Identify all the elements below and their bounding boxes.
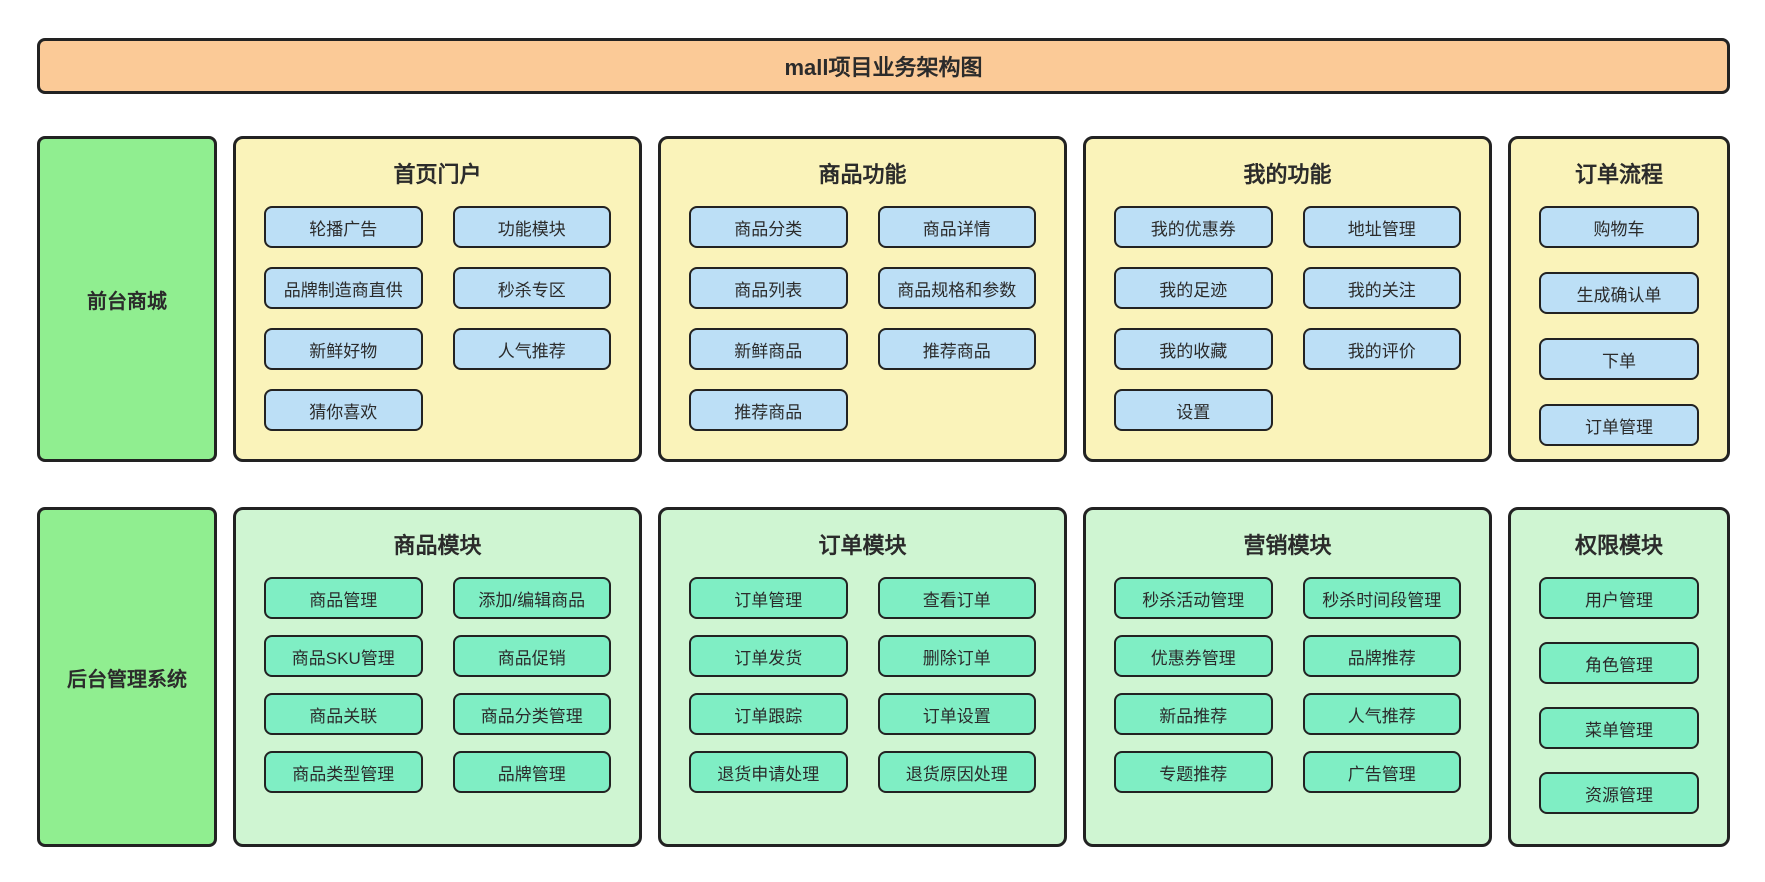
diagram-node: 我的评价 (1302, 328, 1461, 370)
diagram-node: 商品管理 (264, 577, 423, 619)
diagram-node: 订单管理 (1539, 404, 1699, 446)
diagram-node: 推荐商品 (689, 389, 848, 431)
diagram-node: 商品促销 (452, 635, 611, 677)
diagram-node: 商品关联 (264, 693, 423, 735)
node-grid: 用户管理 角色管理 菜单管理 资源管理 (1529, 577, 1709, 814)
diagram-node: 我的关注 (1302, 267, 1461, 309)
diagram-node: 商品详情 (877, 206, 1036, 248)
section-title: 商品功能 (818, 162, 907, 187)
diagram-node: 订单设置 (877, 693, 1036, 735)
diagram-node: 专题推荐 (1114, 751, 1273, 793)
diagram-node: 资源管理 (1539, 772, 1699, 814)
section-home-portal: 首页门户 轮播广告 功能模块 品牌制造商直供 秒杀专区 新鲜好物 人气推荐 猜你… (233, 136, 642, 462)
section-product-module: 商品模块 商品管理 添加/编辑商品 商品SKU管理 商品促销 商品关联 商品分类… (233, 507, 642, 847)
diagram-node: 猜你喜欢 (264, 389, 423, 431)
backend-row: 后台管理系统 商品模块 商品管理 添加/编辑商品 商品SKU管理 商品促销 商品… (37, 507, 1730, 847)
section-title: 营销模块 (1243, 533, 1332, 558)
section-order-module: 订单模块 订单管理 查看订单 订单发货 删除订单 订单跟踪 订单设置 退货申请处… (658, 507, 1067, 847)
diagram-node: 下单 (1539, 338, 1699, 380)
section-permission-module: 权限模块 用户管理 角色管理 菜单管理 资源管理 (1508, 507, 1730, 847)
section-title: 订单流程 (1574, 162, 1663, 187)
diagram-node: 秒杀活动管理 (1114, 577, 1273, 619)
diagram-node: 我的优惠券 (1114, 206, 1273, 248)
section-title: 权限模块 (1574, 533, 1663, 558)
diagram-node: 订单跟踪 (689, 693, 848, 735)
diagram-node: 设置 (1114, 389, 1273, 431)
diagram-node: 品牌管理 (452, 751, 611, 793)
diagram-node: 品牌推荐 (1302, 635, 1461, 677)
node-grid: 订单管理 查看订单 订单发货 删除订单 订单跟踪 订单设置 退货申请处理 退货原… (689, 577, 1036, 793)
node-grid: 商品分类 商品详情 商品列表 商品规格和参数 新鲜商品 推荐商品 推荐商品 (689, 206, 1036, 431)
section-title: 我的功能 (1243, 162, 1332, 187)
diagram-node: 品牌制造商直供 (264, 267, 423, 309)
diagram-node: 新鲜好物 (264, 328, 423, 370)
node-grid: 购物车 生成确认单 下单 订单管理 (1529, 206, 1709, 446)
diagram-node: 购物车 (1539, 206, 1699, 248)
diagram-node: 商品SKU管理 (264, 635, 423, 677)
node-grid: 我的优惠券 地址管理 我的足迹 我的关注 我的收藏 我的评价 设置 (1114, 206, 1461, 431)
diagram-node: 人气推荐 (1302, 693, 1461, 735)
row-label-backend-admin: 后台管理系统 (37, 507, 217, 847)
diagram-node: 人气推荐 (452, 328, 611, 370)
diagram-node: 角色管理 (1539, 642, 1699, 684)
diagram-node: 秒杀专区 (452, 267, 611, 309)
diagram-node: 菜单管理 (1539, 707, 1699, 749)
diagram-node: 商品分类 (689, 206, 848, 248)
section-my-features: 我的功能 我的优惠券 地址管理 我的足迹 我的关注 我的收藏 我的评价 设置 (1083, 136, 1492, 462)
diagram-node: 秒杀时间段管理 (1302, 577, 1461, 619)
section-product-features: 商品功能 商品分类 商品详情 商品列表 商品规格和参数 新鲜商品 推荐商品 推荐… (658, 136, 1067, 462)
diagram-node: 我的收藏 (1114, 328, 1273, 370)
diagram-node: 我的足迹 (1114, 267, 1273, 309)
diagram-title: mall项目业务架构图 (37, 38, 1730, 94)
diagram-node: 商品分类管理 (452, 693, 611, 735)
section-order-flow: 订单流程 购物车 生成确认单 下单 订单管理 (1508, 136, 1730, 462)
node-grid: 轮播广告 功能模块 品牌制造商直供 秒杀专区 新鲜好物 人气推荐 猜你喜欢 (264, 206, 611, 431)
frontend-row: 前台商城 首页门户 轮播广告 功能模块 品牌制造商直供 秒杀专区 新鲜好物 人气… (37, 136, 1730, 462)
diagram-node: 订单管理 (689, 577, 848, 619)
diagram-node: 商品类型管理 (264, 751, 423, 793)
diagram-node: 功能模块 (452, 206, 611, 248)
diagram-node: 商品列表 (689, 267, 848, 309)
section-title: 首页门户 (393, 162, 482, 187)
diagram-node: 轮播广告 (264, 206, 423, 248)
diagram-node: 查看订单 (877, 577, 1036, 619)
node-grid: 秒杀活动管理 秒杀时间段管理 优惠券管理 品牌推荐 新品推荐 人气推荐 专题推荐… (1114, 577, 1461, 793)
diagram-node: 添加/编辑商品 (452, 577, 611, 619)
diagram-node: 新品推荐 (1114, 693, 1273, 735)
section-title: 商品模块 (393, 533, 482, 558)
row-label-frontend-mall: 前台商城 (37, 136, 217, 462)
section-title: 订单模块 (818, 533, 907, 558)
section-marketing-module: 营销模块 秒杀活动管理 秒杀时间段管理 优惠券管理 品牌推荐 新品推荐 人气推荐… (1083, 507, 1492, 847)
diagram-node: 广告管理 (1302, 751, 1461, 793)
diagram-node: 退货申请处理 (689, 751, 848, 793)
diagram-node: 优惠券管理 (1114, 635, 1273, 677)
diagram-node: 新鲜商品 (689, 328, 848, 370)
diagram-node: 生成确认单 (1539, 272, 1699, 314)
diagram-node: 用户管理 (1539, 577, 1699, 619)
diagram-node: 退货原因处理 (877, 751, 1036, 793)
diagram-node: 地址管理 (1302, 206, 1461, 248)
diagram-node: 订单发货 (689, 635, 848, 677)
diagram-node: 推荐商品 (877, 328, 1036, 370)
diagram-node: 商品规格和参数 (877, 267, 1036, 309)
node-grid: 商品管理 添加/编辑商品 商品SKU管理 商品促销 商品关联 商品分类管理 商品… (264, 577, 611, 793)
diagram-node: 删除订单 (877, 635, 1036, 677)
